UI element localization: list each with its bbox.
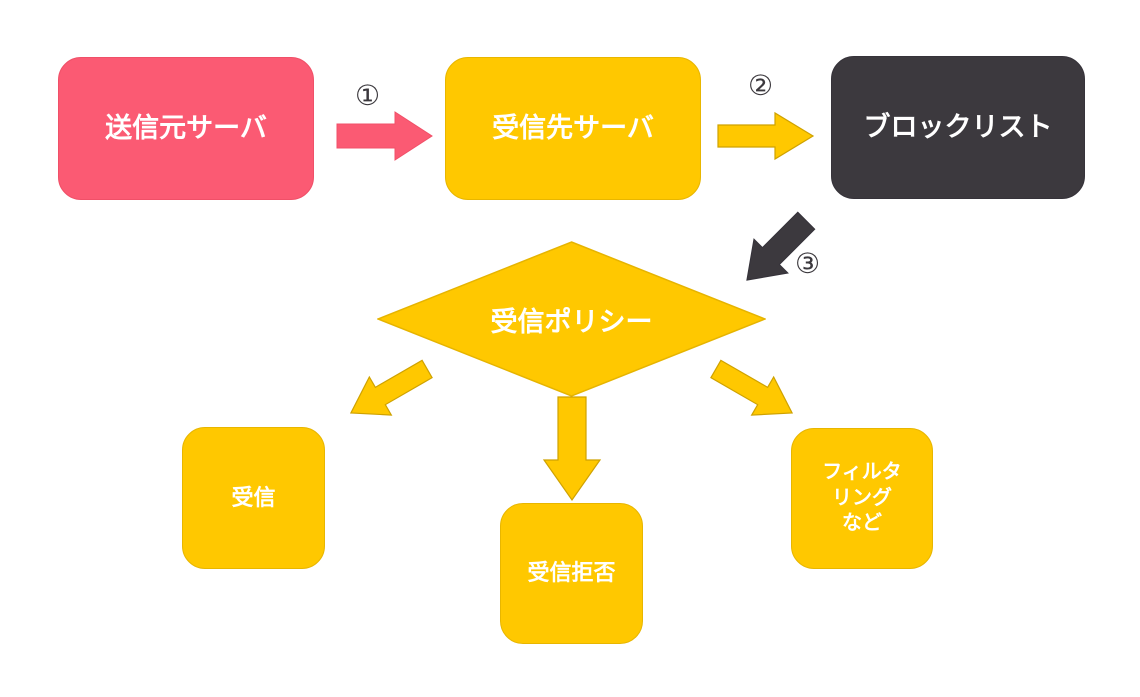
node-blocklist[interactable]: ブロックリスト: [831, 56, 1085, 199]
step-label-1: ①: [355, 79, 381, 112]
arrow-policy-to-accept: [333, 352, 445, 430]
node-reject-label: 受信拒否: [527, 560, 616, 586]
arrow-down-left-icon: [349, 359, 433, 416]
node-filtering-label-line3: など: [842, 512, 882, 535]
node-accept-label: 受信: [231, 484, 276, 510]
node-source-server-label: 送信元サーバ: [105, 113, 267, 144]
arrow-down-right-icon: [710, 359, 794, 416]
arrow-source-to-recipient: [336, 110, 433, 162]
arrow-down-left-icon: [746, 211, 816, 281]
arrow-blocklist-to-policy: [730, 204, 826, 294]
node-filtering-label-line1: フィルタ: [822, 461, 902, 484]
arrow-policy-to-reject: [542, 396, 602, 502]
node-recipient-server-label: 受信先サーバ: [492, 113, 654, 144]
arrow-down-icon: [542, 396, 602, 502]
node-recipient-server[interactable]: 受信先サーバ: [445, 57, 701, 200]
step-label-2: ②: [748, 69, 774, 102]
node-filtering-label-line2: リング: [832, 486, 892, 509]
step-label-3: ③: [795, 247, 821, 280]
node-blocklist-label: ブロックリスト: [863, 112, 1053, 143]
node-filtering[interactable]: フィルタ リング など: [791, 428, 933, 569]
arrow-right-icon: [717, 111, 815, 161]
node-accept[interactable]: 受信: [182, 427, 325, 569]
arrow-recipient-to-blocklist: [717, 110, 815, 162]
diamond-shape: [377, 241, 766, 397]
arrow-policy-to-filtering: [698, 352, 810, 430]
node-reject[interactable]: 受信拒否: [500, 503, 643, 644]
arrow-right-icon: [336, 111, 433, 161]
node-source-server[interactable]: 送信元サーバ: [58, 57, 314, 200]
